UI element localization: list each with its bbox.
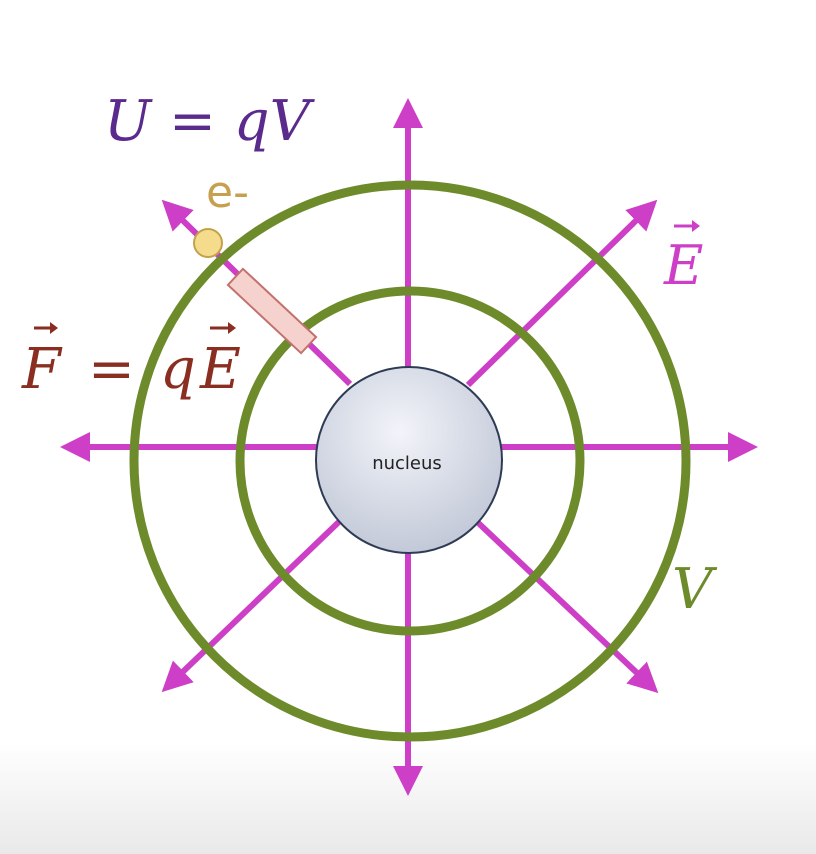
field-symbol: E bbox=[663, 234, 703, 297]
field-vector-arrowhead bbox=[692, 220, 700, 232]
nucleus-label: nucleus bbox=[372, 453, 442, 474]
field-lines bbox=[60, 98, 758, 796]
force-charge: q bbox=[160, 337, 196, 402]
field-line-up-right bbox=[465, 199, 658, 388]
electron-label: e- bbox=[206, 167, 249, 218]
field-label: E bbox=[663, 220, 703, 297]
field-line-down-right bbox=[469, 514, 659, 694]
nucleus bbox=[315, 366, 503, 554]
electron bbox=[193, 228, 223, 258]
inner-equipotential-ring bbox=[235, 286, 585, 636]
potential-label: V bbox=[672, 557, 718, 622]
force-symbol: F bbox=[21, 337, 63, 402]
force-vector-arrowhead bbox=[50, 322, 58, 334]
force-field-vector-arrowhead bbox=[228, 322, 236, 334]
force-equals: = bbox=[88, 337, 135, 402]
force-field-symbol: E bbox=[199, 337, 241, 402]
force-equation: F = q E bbox=[21, 322, 241, 402]
field-line-down-left bbox=[161, 514, 347, 693]
potential-energy-equation: U = qV bbox=[104, 89, 316, 154]
outer-equipotential-ring bbox=[129, 180, 691, 742]
displacement-box bbox=[226, 267, 318, 355]
